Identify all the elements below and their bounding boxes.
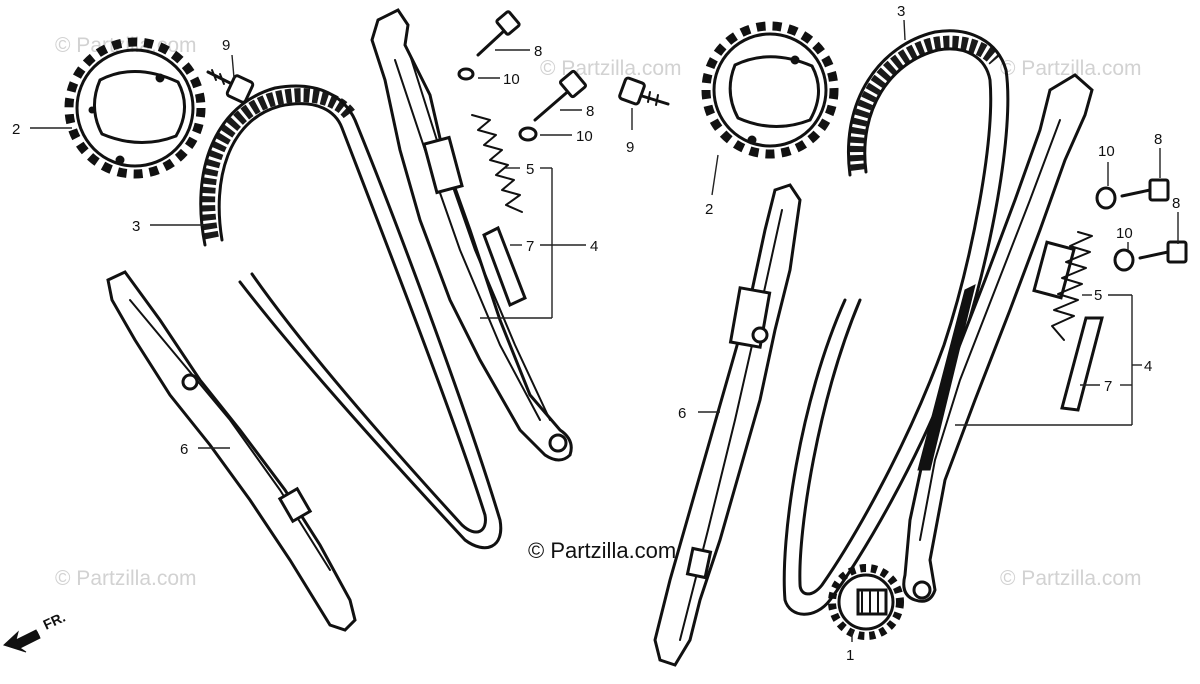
watermark-top-right: © Partzilla.com — [1000, 57, 1142, 80]
callout-left-5: 5 — [526, 161, 534, 178]
front-direction-arrow-icon — [3, 629, 42, 653]
left-chain-guide — [106, 270, 357, 632]
callout-left-2: 2 — [12, 121, 20, 138]
callout-left-6: 6 — [180, 441, 188, 458]
left-bolts-washers — [457, 10, 588, 142]
right-callouts: 3 2 9 10 8 10 8 5 4 7 6 1 — [626, 3, 1180, 664]
callout-right-10b: 10 — [1116, 225, 1133, 242]
right-leaders — [631, 19, 1179, 642]
left-spring — [471, 114, 523, 213]
callout-left-8a: 8 — [534, 43, 542, 60]
callout-left-9: 9 — [222, 37, 230, 54]
callout-right-5: 5 — [1094, 287, 1102, 304]
left-tensioner-arm — [370, 8, 573, 462]
left-leaders — [30, 49, 586, 449]
callout-left-3: 3 — [132, 218, 140, 235]
callout-left-10b: 10 — [576, 128, 593, 145]
right-assembly: 3 2 9 10 8 10 8 5 4 7 6 1 — [618, 3, 1188, 667]
front-direction-indicator: FR. — [3, 609, 68, 653]
callout-left-4: 4 — [590, 238, 598, 255]
callout-left-7: 7 — [526, 238, 534, 255]
right-cam-sprocket — [701, 21, 839, 159]
right-pin — [1060, 316, 1104, 412]
watermark-bottom-left: © Partzilla.com — [55, 567, 197, 590]
callout-right-4: 4 — [1144, 358, 1152, 375]
right-crank-sprocket — [828, 564, 904, 640]
callout-right-3: 3 — [897, 3, 905, 20]
watermark-center: © Partzilla.com — [528, 538, 676, 563]
callout-right-9: 9 — [626, 139, 634, 156]
left-pin — [482, 225, 527, 308]
callout-right-7: 7 — [1104, 378, 1112, 395]
watermark-top-center: © Partzilla.com — [540, 57, 682, 80]
callout-right-2: 2 — [705, 201, 713, 218]
callout-right-10a: 10 — [1098, 143, 1115, 160]
left-callouts: 9 2 3 8 10 8 10 5 7 4 6 — [12, 37, 598, 458]
watermark-bottom-right: © Partzilla.com — [1000, 567, 1142, 590]
callout-right-6: 6 — [678, 405, 686, 422]
callout-right-1: 1 — [846, 647, 854, 664]
callout-right-8a: 8 — [1154, 131, 1162, 148]
watermark-group: © Partzilla.com © Partzilla.com © Partzi… — [55, 34, 1142, 590]
right-bolts-washers — [1095, 178, 1188, 272]
front-direction-label: FR. — [41, 609, 68, 633]
left-cam-chain — [199, 84, 503, 550]
right-spring — [1051, 231, 1093, 341]
callout-left-8b: 8 — [586, 103, 594, 120]
left-cam-sprocket — [64, 37, 206, 179]
left-bolt-9 — [206, 69, 255, 104]
callout-left-10a: 10 — [503, 71, 520, 88]
left-assembly: 9 2 3 8 10 8 10 5 7 4 6 — [12, 8, 598, 632]
right-tensioner-arm — [902, 73, 1094, 603]
right-chain-guide — [653, 183, 802, 667]
right-bolt-9 — [618, 76, 670, 106]
callout-right-8b: 8 — [1172, 195, 1180, 212]
